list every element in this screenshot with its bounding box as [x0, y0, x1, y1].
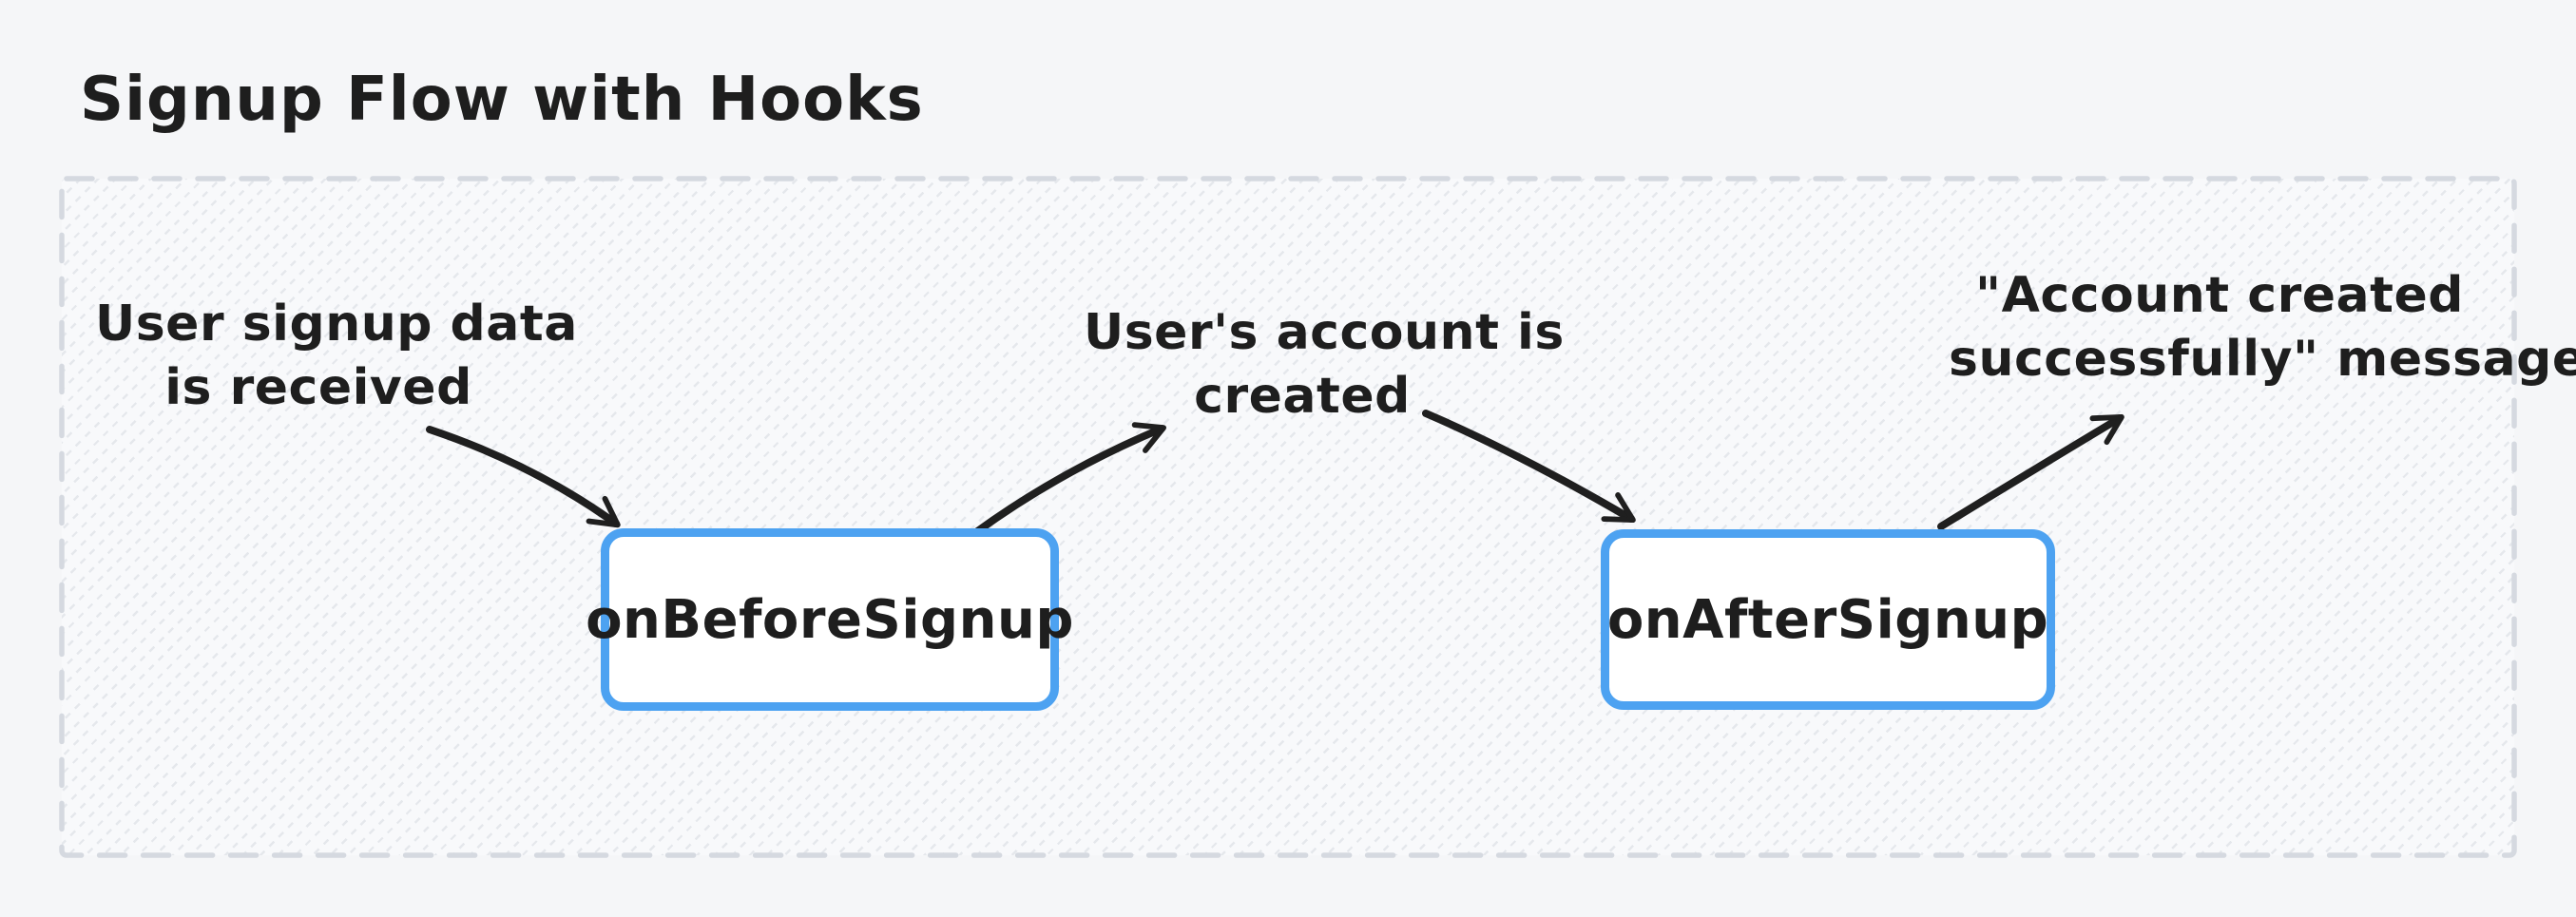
label-line: User's account is	[1084, 304, 1565, 361]
label-success-message: "Account created successfully" message	[1949, 264, 2576, 392]
label-line: "Account created	[1975, 267, 2464, 324]
label-line: successfully" message	[1949, 331, 2576, 388]
node-label: onAfterSignup	[1606, 588, 2049, 651]
label-line: is received	[164, 359, 472, 416]
label-line: created	[1194, 368, 1411, 425]
node-on-before-signup: onBeforeSignup	[586, 528, 1073, 711]
diagram-title: Signup Flow with Hooks	[80, 65, 924, 135]
label-line: User signup data	[95, 296, 578, 353]
node-label: onBeforeSignup	[586, 588, 1074, 651]
label-account-created: User's account is created	[1084, 301, 1565, 429]
label-signup-data-received: User signup data is received	[95, 293, 578, 420]
node-on-after-signup: onAfterSignup	[1601, 529, 2055, 710]
